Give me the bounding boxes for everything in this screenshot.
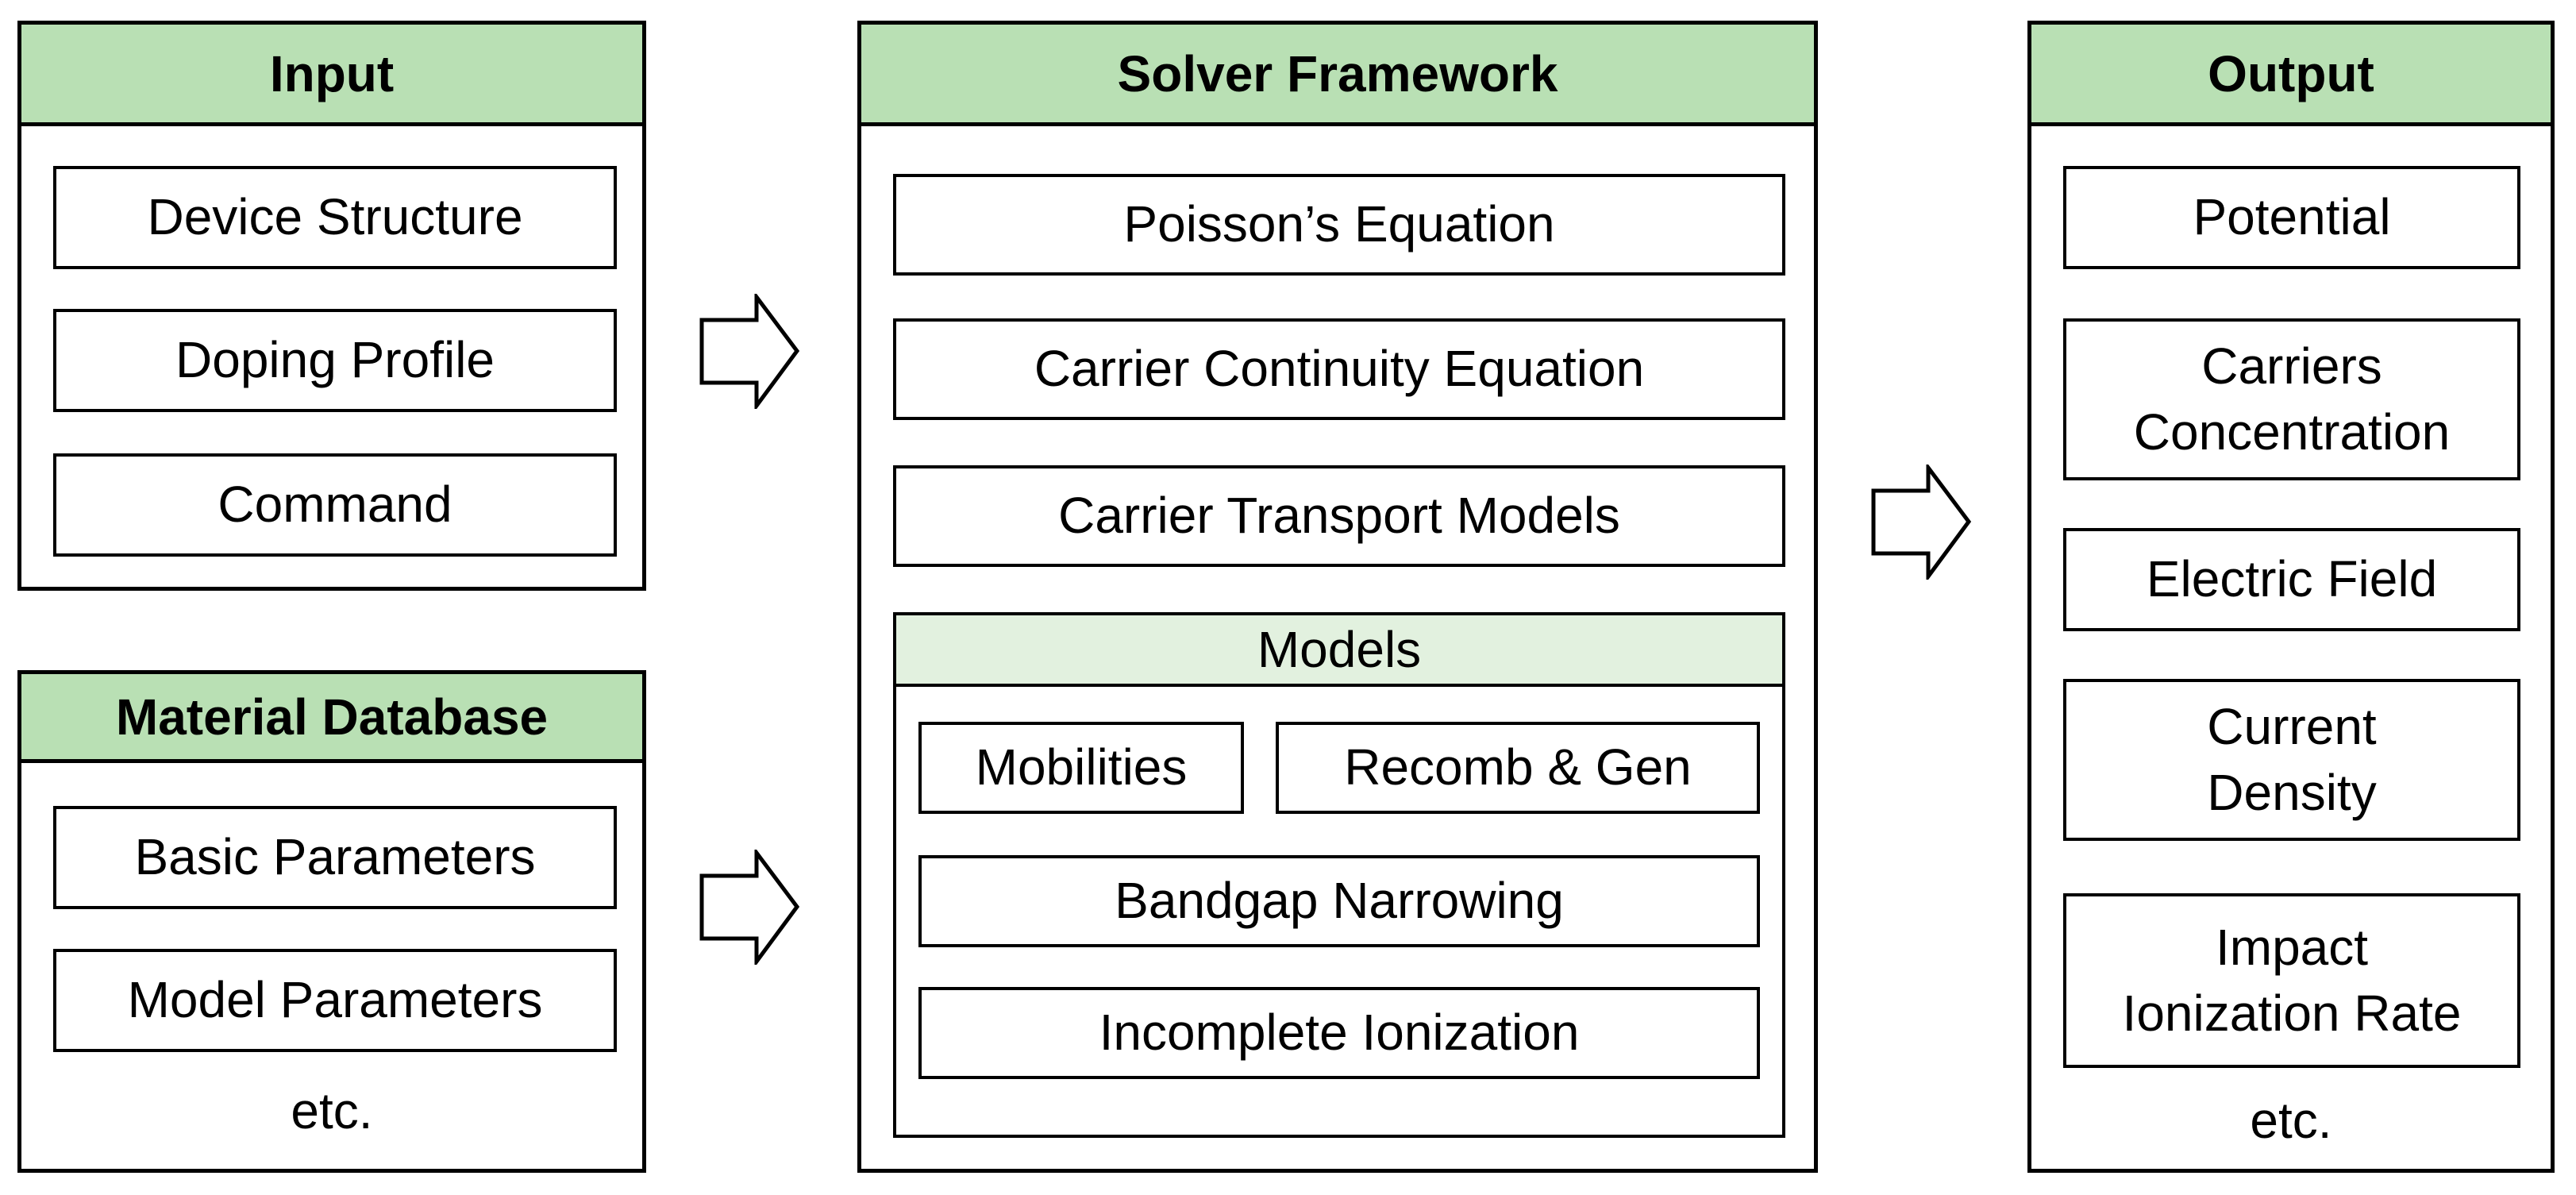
solver-framework-title: Solver Framework bbox=[861, 25, 1814, 126]
right-arrow-icon bbox=[1871, 465, 1972, 580]
device-structure-box: Device Structure bbox=[53, 166, 617, 269]
output-panel: Output Potential Carriers Concentration … bbox=[2027, 21, 2555, 1173]
electric-field-box: Electric Field bbox=[2063, 528, 2520, 631]
current-density-box: Current Density bbox=[2063, 679, 2520, 841]
basic-parameters-box: Basic Parameters bbox=[53, 806, 617, 909]
right-arrow-icon bbox=[699, 850, 800, 965]
poissons-equation-box: Poisson’s Equation bbox=[893, 174, 1785, 276]
bandgap-narrowing-box: Bandgap Narrowing bbox=[918, 855, 1760, 947]
impact-ionization-rate-box: Impact Ionization Rate bbox=[2063, 893, 2520, 1068]
model-parameters-box: Model Parameters bbox=[53, 949, 617, 1052]
input-panel: Input Device Structure Doping Profile Co… bbox=[17, 21, 646, 591]
input-title: Input bbox=[21, 25, 642, 126]
solver-framework-panel: Solver Framework Poisson’s Equation Carr… bbox=[857, 21, 1818, 1173]
carrier-transport-models-box: Carrier Transport Models bbox=[893, 465, 1785, 567]
models-title: Models bbox=[896, 615, 1782, 687]
material-database-panel: Material Database Basic Parameters Model… bbox=[17, 670, 646, 1173]
output-title: Output bbox=[2031, 25, 2551, 126]
recomb-gen-box: Recomb & Gen bbox=[1276, 722, 1760, 814]
carrier-continuity-equation-box: Carrier Continuity Equation bbox=[893, 318, 1785, 420]
potential-box: Potential bbox=[2063, 166, 2520, 269]
material-etc: etc. bbox=[291, 1082, 373, 1139]
material-database-title: Material Database bbox=[21, 674, 642, 763]
right-arrow-icon bbox=[699, 294, 800, 409]
output-etc: etc. bbox=[2250, 1092, 2332, 1149]
carriers-concentration-box: Carriers Concentration bbox=[2063, 318, 2520, 480]
mobilities-box: Mobilities bbox=[918, 722, 1244, 814]
incomplete-ionization-box: Incomplete Ionization bbox=[918, 987, 1760, 1079]
command-box: Command bbox=[53, 453, 617, 557]
doping-profile-box: Doping Profile bbox=[53, 309, 617, 412]
models-group: Models Mobilities Recomb & Gen Bandgap N… bbox=[893, 612, 1785, 1138]
